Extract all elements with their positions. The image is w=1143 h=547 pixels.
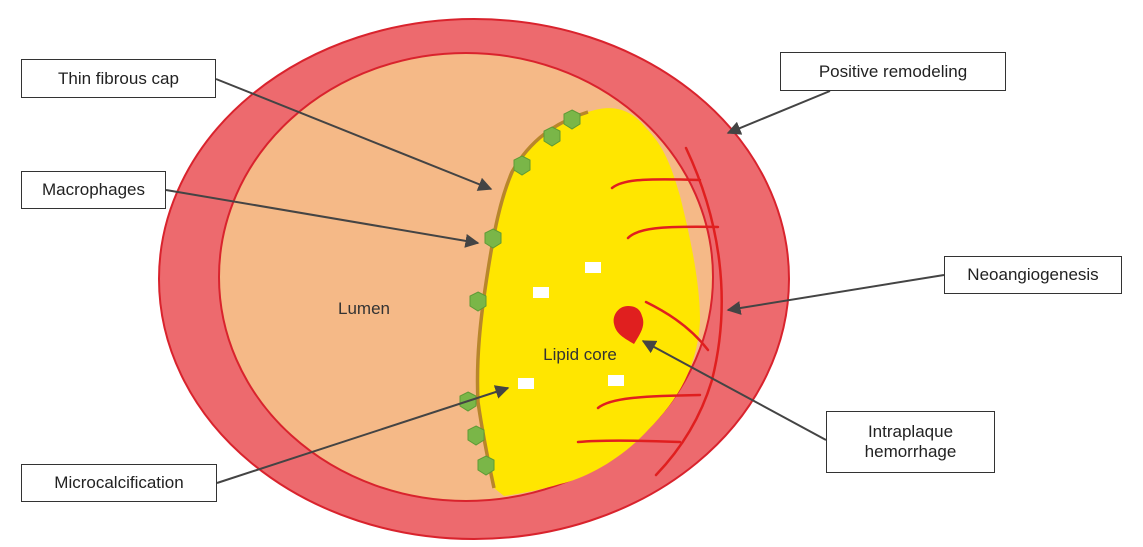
intraplaque-hemorrhage-label-line2: hemorrhage <box>865 442 957 462</box>
capillary-branch <box>578 441 680 443</box>
intraplaque-hemorrhage-callout: Intraplaque hemorrhage <box>826 411 995 473</box>
neoangiogenesis-callout: Neoangiogenesis <box>944 256 1122 294</box>
neoangiogenesis-label: Neoangiogenesis <box>967 265 1098 285</box>
calcification-spot <box>533 287 549 298</box>
arrow-positive-remodeling <box>728 91 830 133</box>
calcification-spot <box>585 262 601 273</box>
positive-remodeling-label: Positive remodeling <box>819 62 967 82</box>
intraplaque-hemorrhage-label-line1: Intraplaque <box>868 422 953 442</box>
microcalcification-label: Microcalcification <box>54 473 183 493</box>
lumen-label: Lumen <box>338 299 390 318</box>
calcification-spot <box>608 375 624 386</box>
thin-fibrous-cap-callout: Thin fibrous cap <box>21 59 216 98</box>
thin-fibrous-cap-label: Thin fibrous cap <box>58 69 179 89</box>
lipid-core-label: Lipid core <box>543 345 617 364</box>
calcification-spot <box>518 378 534 389</box>
macrophages-callout: Macrophages <box>21 171 166 209</box>
macrophages-label: Macrophages <box>42 180 145 200</box>
positive-remodeling-callout: Positive remodeling <box>780 52 1006 91</box>
microcalcification-callout: Microcalcification <box>21 464 217 502</box>
